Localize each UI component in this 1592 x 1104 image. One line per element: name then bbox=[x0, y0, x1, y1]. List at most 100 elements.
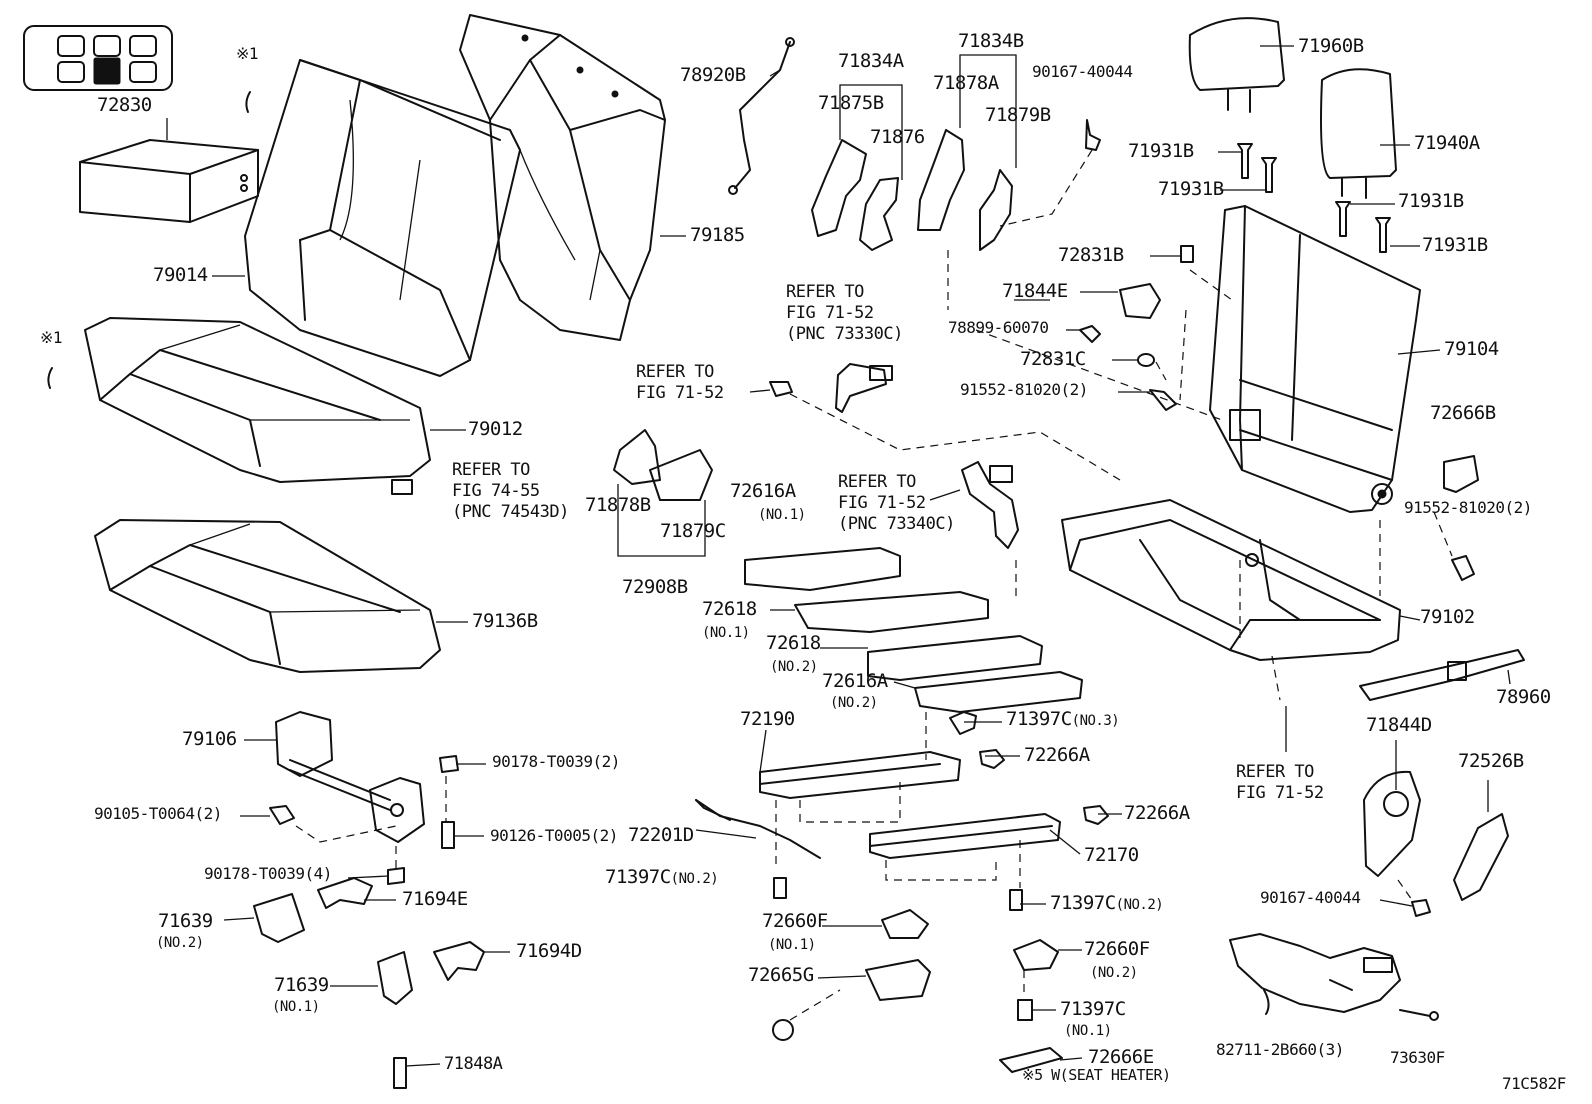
part-label: 72665G bbox=[748, 964, 814, 986]
assembly-lines bbox=[295, 149, 1453, 1021]
part-note: (NO.2) bbox=[156, 935, 204, 951]
strap-drawing bbox=[1359, 649, 1525, 701]
part-label: 71940A bbox=[1414, 132, 1480, 154]
note-mark: ※1 bbox=[40, 328, 63, 347]
part-label: 79012 bbox=[468, 418, 523, 440]
seat-cushion-drawing bbox=[84, 317, 431, 483]
bracket-icon bbox=[1443, 455, 1479, 493]
note-hook-icon bbox=[245, 91, 251, 113]
nut-icon bbox=[1180, 245, 1194, 263]
bracket-icon bbox=[1119, 283, 1161, 319]
part-label: 79104 bbox=[1444, 338, 1499, 360]
part-note: (NO.1) bbox=[768, 937, 816, 953]
part-label: 72831C bbox=[1020, 348, 1086, 370]
part-label: 72660F bbox=[1084, 938, 1150, 960]
part-label: 71931B bbox=[1158, 178, 1224, 200]
wire-harness-drawing bbox=[1229, 933, 1439, 1021]
part-label: 71876 bbox=[870, 126, 925, 148]
seat-track-drawing bbox=[759, 751, 1061, 859]
part-label: 72616A bbox=[822, 670, 888, 692]
bolt-icon bbox=[769, 381, 793, 397]
part-note: (NO.1) bbox=[702, 625, 750, 641]
part-label: 72170 bbox=[1084, 844, 1139, 866]
bolt-icon bbox=[1149, 389, 1177, 411]
bolt-icon bbox=[1411, 899, 1431, 917]
part-label: 71844E bbox=[1002, 280, 1068, 302]
part-note: (NO.2) bbox=[1090, 965, 1138, 981]
part-label: 71834B bbox=[958, 30, 1024, 52]
bolt-icons bbox=[269, 755, 459, 1089]
part-label: 72660F bbox=[762, 910, 828, 932]
refer-note: REFER TO FIG 74-55 (PNC 74543D) bbox=[452, 460, 569, 522]
fastener-icons bbox=[772, 711, 1109, 1073]
headrest-support-icon bbox=[1237, 143, 1391, 253]
part-label: 71960B bbox=[1298, 35, 1364, 57]
rod-drawing bbox=[695, 799, 821, 859]
part-note: (NO.1) bbox=[272, 999, 320, 1015]
part-label: 72526B bbox=[1458, 750, 1524, 772]
part-label: 79136B bbox=[472, 610, 538, 632]
part-label: 71834A bbox=[838, 50, 904, 72]
part-label: 90167-40044 bbox=[1260, 888, 1361, 907]
part-note: (NO.1) bbox=[758, 507, 806, 523]
part-label: 71397C(NO.3) bbox=[1006, 708, 1120, 730]
part-label: 72618 bbox=[766, 632, 821, 654]
part-label: 79106 bbox=[182, 728, 237, 750]
part-label: 71875B bbox=[818, 92, 884, 114]
group-bracket bbox=[839, 84, 903, 180]
part-label: 90105-T0064(2) bbox=[94, 804, 222, 823]
note-mark: ※1 bbox=[236, 44, 259, 63]
part-label: 72830 bbox=[97, 94, 152, 116]
side-cover-drawing bbox=[1363, 770, 1509, 901]
seat-cushion-frame-drawing bbox=[1061, 499, 1401, 661]
part-label: 90178-T0039(2) bbox=[492, 752, 620, 771]
part-label: 90126-T0005(2) bbox=[490, 826, 618, 845]
part-label: 78920B bbox=[680, 64, 746, 86]
part-label: 71694E bbox=[402, 888, 468, 910]
part-label: 91552-81020(2) bbox=[1404, 498, 1532, 517]
part-label: 79185 bbox=[690, 224, 745, 246]
part-label: 71879B bbox=[985, 104, 1051, 126]
part-label: 71397C(NO.2) bbox=[605, 866, 719, 888]
part-label: 78960 bbox=[1496, 686, 1551, 708]
bolt-icon bbox=[1085, 119, 1101, 151]
part-label: 72266A bbox=[1124, 802, 1190, 824]
refer-note: REFER TO FIG 71-52 (PNC 73340C) bbox=[838, 472, 955, 534]
part-note: (NO.2) bbox=[830, 695, 878, 711]
part-label: 82711-2B660(3) bbox=[1216, 1040, 1344, 1059]
part-label: 71639 bbox=[158, 910, 213, 932]
part-label: 72201D bbox=[628, 824, 694, 846]
headrest-drawing bbox=[1188, 17, 1397, 199]
part-note: (NO.2) bbox=[770, 659, 818, 675]
part-label: 72616A bbox=[730, 480, 796, 502]
part-label: 71397C bbox=[1060, 998, 1126, 1020]
seat-back-frame-drawing bbox=[1209, 205, 1421, 513]
part-label: 72618 bbox=[702, 598, 757, 620]
part-label: 90178-T0039(4) bbox=[204, 864, 332, 883]
seat-heater-switch-icon bbox=[23, 25, 173, 91]
part-label: 71844D bbox=[1366, 714, 1432, 736]
part-label: 72908B bbox=[622, 576, 688, 598]
part-label: 79014 bbox=[153, 264, 208, 286]
leader-lines bbox=[166, 45, 1511, 1067]
part-label: 71878B bbox=[585, 494, 651, 516]
part-label: 71931B bbox=[1422, 234, 1488, 256]
part-label: 72666E bbox=[1088, 1046, 1154, 1068]
recliner-cover-drawing bbox=[811, 129, 1013, 251]
refer-note: REFER TO FIG 71-52 (PNC 73330C) bbox=[786, 282, 903, 344]
seat-cushion-cover-drawing bbox=[94, 519, 441, 673]
part-label: 72666B bbox=[1430, 402, 1496, 424]
part-label: 71848A bbox=[444, 1054, 503, 1074]
part-label: 78899-60070 bbox=[948, 318, 1049, 337]
washer-icon bbox=[1137, 353, 1155, 367]
part-label: 71878A bbox=[933, 72, 999, 94]
trim-cover-drawing bbox=[253, 877, 485, 1005]
bolt-icon bbox=[1451, 555, 1475, 581]
part-label: 72831B bbox=[1058, 244, 1124, 266]
part-label: 72190 bbox=[740, 708, 795, 730]
heater-element-icon bbox=[391, 479, 413, 495]
seat-back-cushion-drawing bbox=[244, 59, 521, 377]
part-label: 71879C bbox=[660, 520, 726, 542]
part-label: 73630F bbox=[1390, 1048, 1445, 1067]
